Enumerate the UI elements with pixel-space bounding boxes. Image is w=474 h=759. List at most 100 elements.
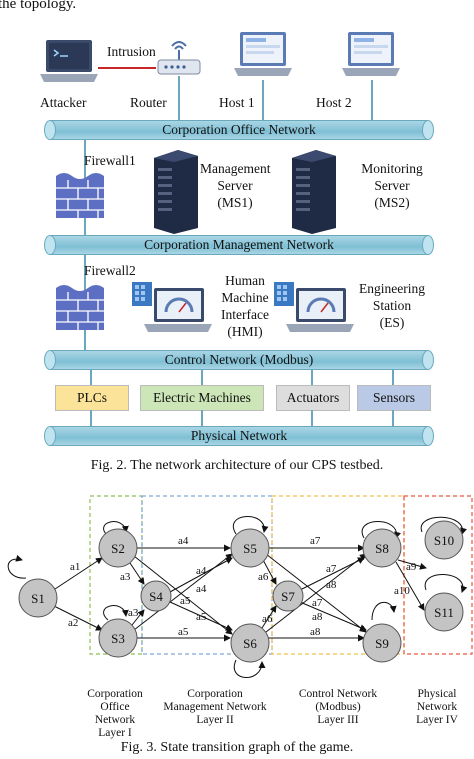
- machines-connector-top: [201, 369, 203, 385]
- state-s9: [362, 623, 402, 663]
- plcs-connector-bottom: [90, 410, 92, 426]
- edge-s5-s7: [261, 557, 277, 585]
- edge-s4-s5: [169, 557, 233, 593]
- firewall1-label: Firewall1: [84, 153, 136, 168]
- action-a1-label: a1: [70, 561, 80, 573]
- action-a3-label-2: a3: [128, 607, 139, 619]
- state-s1-label: S1: [31, 591, 45, 606]
- layer4-caption: Physical Network Layer IV: [404, 688, 470, 727]
- layer2-line2: Management Network: [163, 701, 267, 713]
- ms-label-line1: Management: [200, 161, 271, 176]
- electric-machines-box: Electric Machines: [140, 385, 264, 411]
- layer1-caption: Corporation Office Network Layer I: [80, 688, 150, 740]
- loop-s2: [103, 521, 129, 537]
- firewall2-icon: [56, 285, 104, 330]
- management-server-icon: [154, 150, 198, 234]
- state-s5: [230, 528, 270, 568]
- engineering-station-icon: [274, 282, 354, 332]
- fig3-caption: Fig. 3. State transition graph of the ga…: [120, 740, 354, 755]
- layer1-line2: Office Network: [94, 701, 136, 726]
- state-s6-label: S6: [243, 636, 257, 651]
- layer3-line2: (Modbus): [315, 701, 361, 713]
- router-label: Router: [130, 95, 167, 110]
- plcs-connector-top: [90, 369, 92, 385]
- loop-s8: [361, 521, 401, 539]
- state-transition-graph: S1 S2 S3 S4 S5 S6 S7 S8 S9 S10 S11 a1 a2…: [7, 495, 473, 678]
- state-s4-label: S4: [149, 589, 163, 604]
- action-a8-label-3: a8: [310, 626, 321, 638]
- layer3-caption: Control Network (Modbus) Layer III: [286, 688, 390, 727]
- layer1-line1: Corporation: [87, 688, 143, 700]
- sensors-connector-bottom: [392, 410, 394, 426]
- state-s4: [140, 580, 172, 612]
- state-s3-label: S3: [111, 631, 125, 646]
- edge-s1-s2: [51, 557, 103, 592]
- router-icon: [157, 41, 201, 75]
- hmi-label-line3: Interface: [221, 307, 269, 322]
- control-network-bus: Control Network (Modbus): [44, 350, 434, 370]
- actuators-connector-top: [311, 369, 313, 385]
- state-s5-label: S5: [243, 541, 257, 556]
- ms-label-line3: (MS1): [217, 195, 253, 210]
- state-s7-label: S7: [281, 589, 295, 604]
- es-label-line1: Engineering: [359, 281, 425, 296]
- action-a2-label: a2: [68, 617, 78, 629]
- loop-s5: [232, 516, 269, 535]
- action-a10-label: a10: [394, 585, 410, 597]
- loop-s11: [424, 574, 468, 593]
- hmi-workstation-icon: [132, 282, 212, 332]
- layer2-box: [141, 495, 273, 655]
- monitoring-server-icon: [292, 150, 336, 234]
- host2-connector: [371, 80, 373, 120]
- mon-label-line2: Server: [374, 178, 410, 193]
- action-a5-label-1: a5: [180, 595, 191, 607]
- state-s11-label: S11: [434, 605, 454, 620]
- action-a6-label-2: a6: [262, 613, 273, 625]
- edge-s4-s6: [169, 601, 233, 631]
- action-a3-label-1: a3: [120, 571, 131, 583]
- corporation-office-network-bus: Corporation Office Network: [44, 120, 434, 140]
- host1-laptop-icon: [234, 32, 292, 76]
- loop-s10: [420, 516, 467, 535]
- ms-label-line2: Server: [217, 178, 253, 193]
- state-s8: [362, 528, 402, 568]
- firewall2-label: Firewall2: [84, 263, 136, 278]
- layer4-line2: Network: [416, 701, 458, 713]
- state-s10-label: S10: [434, 533, 454, 548]
- firewall1-icon: [56, 173, 104, 218]
- state-s10: [424, 520, 464, 560]
- action-a7-label-1: a7: [310, 535, 321, 547]
- action-a4-label-2: a4: [196, 565, 207, 577]
- router-connector: [178, 76, 180, 120]
- state-s7: [272, 580, 304, 612]
- hmi-label-line2: Machine: [221, 290, 269, 305]
- layer2-line3: Layer II: [196, 714, 234, 726]
- action-a4-label-1: a4: [178, 535, 189, 547]
- edge-s7-s9: [299, 601, 367, 631]
- actuators-connector-bottom: [311, 410, 313, 426]
- loop-s1: [7, 554, 27, 579]
- layer2-line1: Corporation: [187, 688, 243, 700]
- host1-label: Host 1: [219, 95, 255, 110]
- es-label-line2: Station: [372, 298, 412, 313]
- physical-network-bus: Physical Network: [44, 426, 434, 446]
- state-s6: [230, 623, 270, 663]
- attacker-laptop-icon: [40, 40, 98, 82]
- state-s11: [424, 592, 464, 632]
- host1-connector: [262, 80, 264, 120]
- edge-s1-s3: [51, 604, 103, 631]
- sensors-box: Sensors: [357, 385, 431, 411]
- layer2-caption: Corporation Management Network Layer II: [160, 688, 270, 727]
- top-text-fragment: the topology.: [0, 0, 77, 12]
- machines-connector-bottom: [201, 410, 203, 426]
- edge-s2-s4: [127, 559, 145, 585]
- sensors-connector-top: [392, 369, 394, 385]
- edge-s6-s8: [265, 553, 367, 633]
- plcs-box: PLCs: [55, 385, 129, 411]
- mon-label-line3: (MS2): [374, 195, 410, 210]
- host2-laptop-icon: [342, 32, 400, 76]
- intrusion-link: [98, 67, 156, 69]
- action-a7-label-2: a7: [326, 563, 337, 575]
- action-a4-label-3: a4: [196, 583, 207, 595]
- actuators-box: Actuators: [276, 385, 350, 411]
